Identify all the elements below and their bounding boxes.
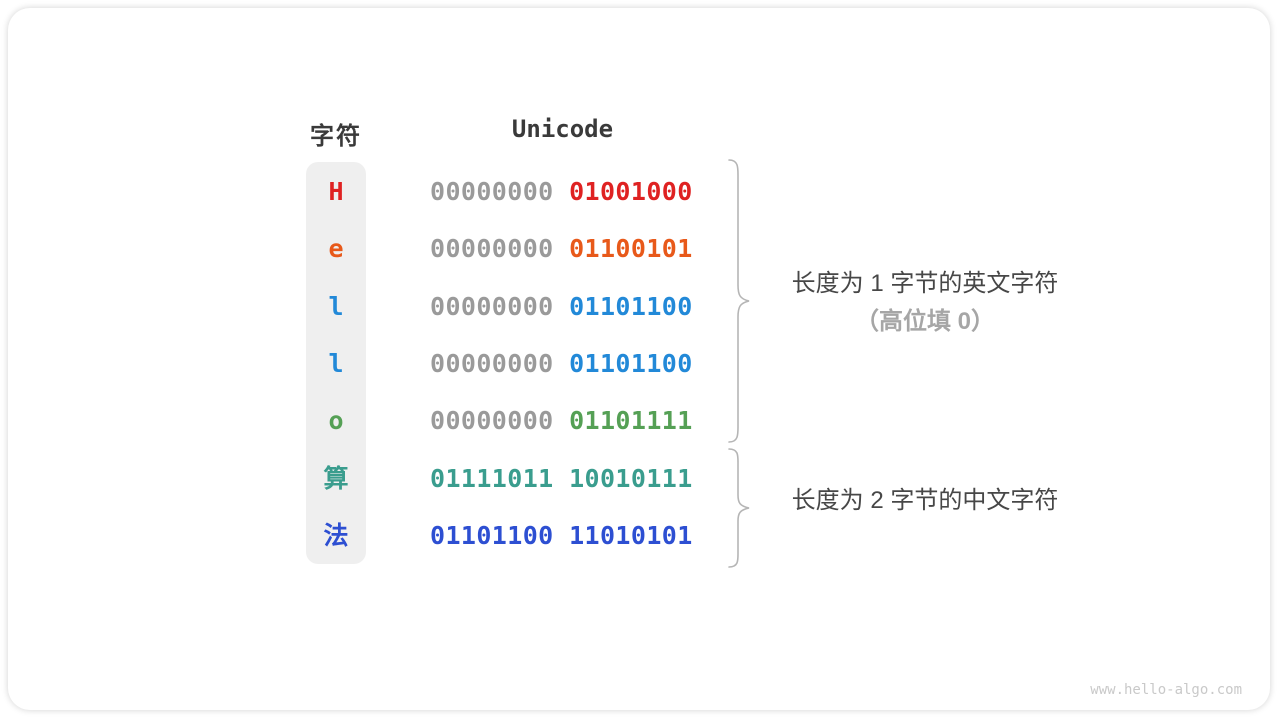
byte-separator [554,521,569,550]
byte-separator [554,292,569,321]
column-header-char: 字符 [310,123,362,150]
character-cell: e [328,234,344,264]
byte1-value: 00000000 [430,406,554,436]
table-row: 法 01101100 11010101 [306,507,726,564]
annotation-chinese-chars: 长度为 2 字节的中文字符 [791,487,1059,514]
character-cell: o [328,406,344,436]
annotation-english-line2: （高位填 0） [854,308,995,335]
byte1-value: 00000000 [430,234,554,264]
byte1-value: 00000000 [430,291,554,321]
character-cell: l [328,349,344,379]
char-column-background [306,162,366,564]
byte2-value: 10010111 [569,463,693,493]
binary-cell: 00000000 01100101 [430,236,693,261]
byte-separator [554,406,569,435]
byte-separator [554,177,569,206]
table-row: e 00000000 01100101 [306,220,726,277]
table-row: l 00000000 01101100 [306,278,726,335]
brace-english-group [728,159,750,443]
binary-cell: 00000000 01101100 [430,294,693,319]
byte-separator [554,349,569,378]
character-cell: l [328,291,344,321]
byte2-value: 01101100 [569,349,693,379]
byte2-value: 01100101 [569,234,693,264]
binary-cell: 00000000 01101111 [430,408,693,433]
figure-card [8,8,1270,710]
unicode-table: H 00000000 01001000 e 00000000 01100101 … [306,163,726,564]
byte2-value: 11010101 [569,520,693,550]
byte1-value: 00000000 [430,177,554,207]
table-row: H 00000000 01001000 [306,163,726,220]
byte2-value: 01001000 [569,177,693,207]
character-cell: 算 [323,463,349,493]
byte-separator [554,464,569,493]
character-cell: H [328,177,344,207]
table-row: 算 01111011 10010111 [306,449,726,506]
byte1-value: 01111011 [430,463,554,493]
byte-separator [554,234,569,263]
column-header-unicode: Unicode [511,115,614,143]
byte2-value: 01101100 [569,291,693,321]
character-cell: 法 [323,520,349,550]
table-row: l 00000000 01101100 [306,335,726,392]
byte1-value: 00000000 [430,349,554,379]
binary-cell: 00000000 01001000 [430,179,693,204]
annotation-english-line1: 长度为 1 字节的英文字符 [791,270,1059,297]
watermark-url: www.hello-algo.com [1090,682,1242,698]
brace-chinese-group [728,448,750,568]
binary-cell: 01111011 10010111 [430,466,693,491]
annotation-english-chars: 长度为 1 字节的英文字符 （高位填 0） [770,265,1080,341]
byte1-value: 01101100 [430,520,554,550]
binary-cell: 01101100 11010101 [430,523,693,548]
byte2-value: 01101111 [569,406,693,436]
table-row: o 00000000 01101111 [306,392,726,449]
binary-cell: 00000000 01101100 [430,351,693,376]
